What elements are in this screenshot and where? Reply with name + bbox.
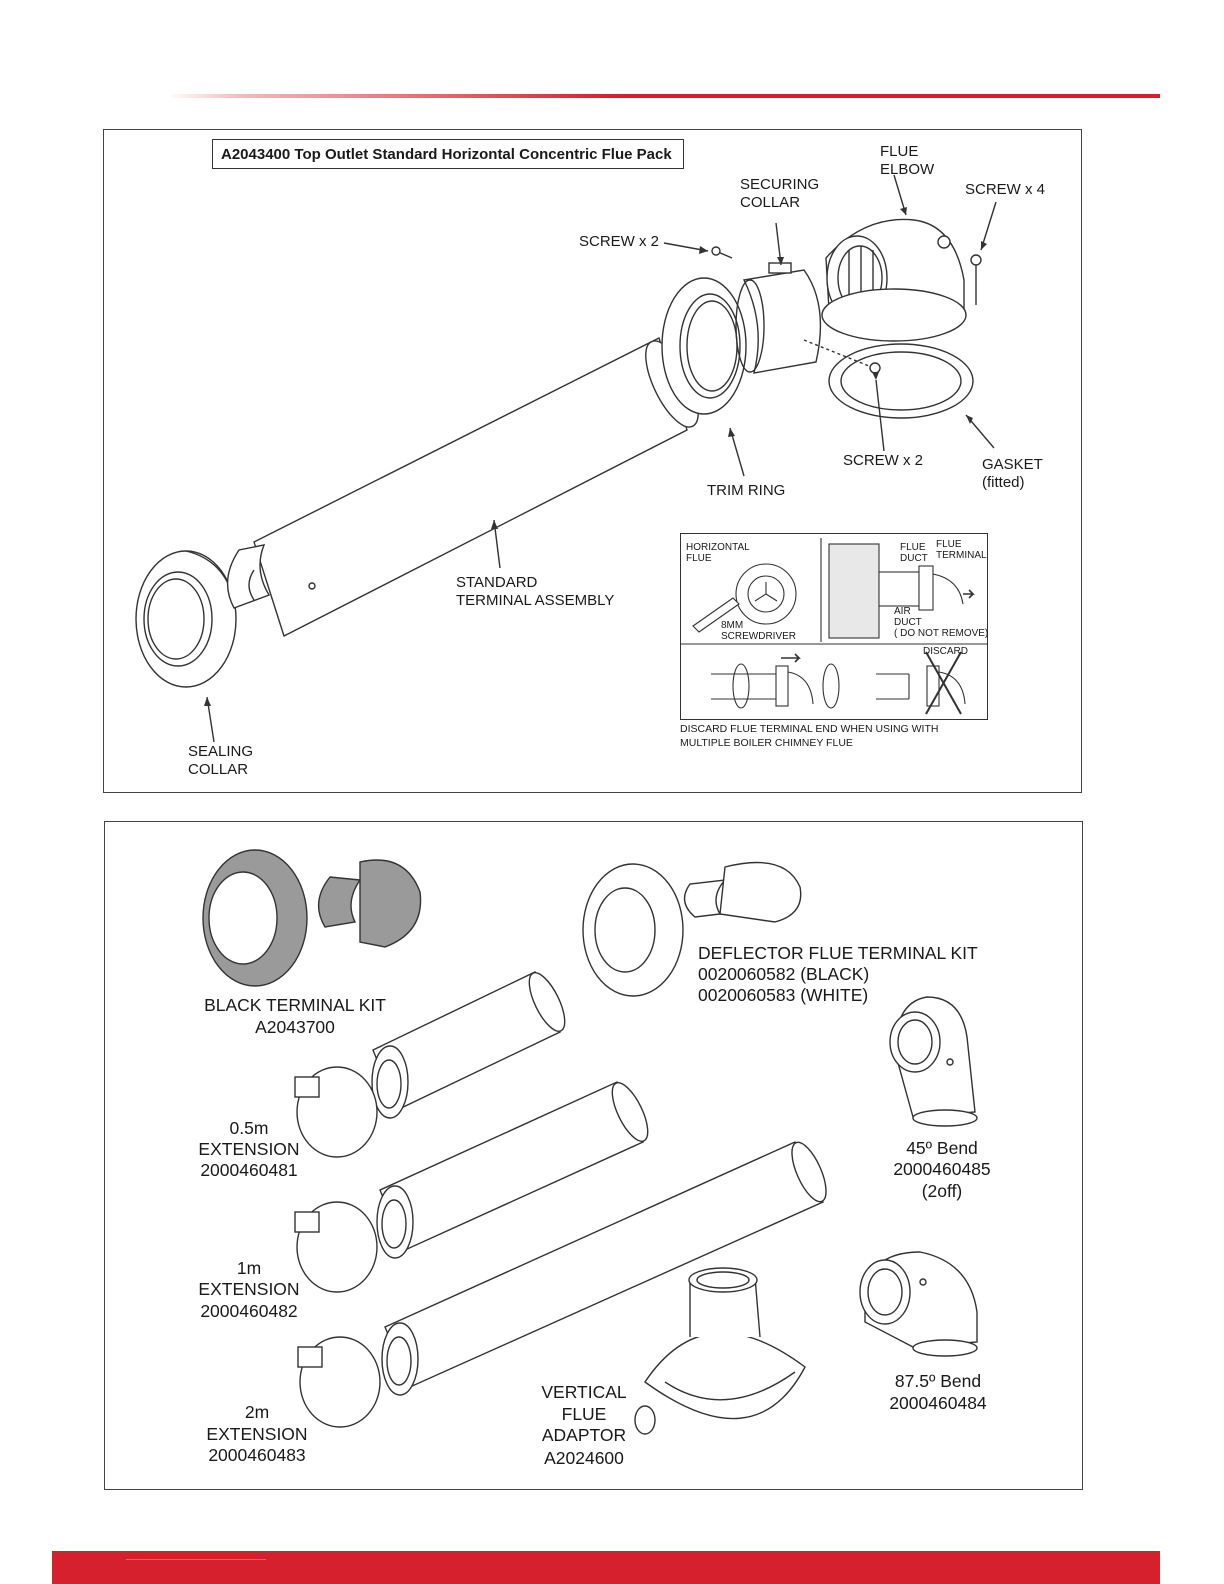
flue-pack-diagram-panel: A2043400 Top Outlet Standard Horizontal …	[103, 129, 1082, 793]
vertical-adaptor-code: A2024600	[544, 1448, 624, 1468]
inset-label-screwdriver: 8MM SCREWDRIVER	[721, 620, 797, 642]
black-terminal-kit-code: A2043700	[255, 1017, 335, 1037]
bend-45-qty: (2off)	[921, 1181, 963, 1201]
label-screw-x2-bottom: SCREW x 2	[843, 452, 924, 469]
ext-05-length: 0.5m	[229, 1118, 269, 1138]
ext-2-length: 2m	[244, 1402, 270, 1422]
label-securing-collar: SECURING COLLAR	[740, 176, 820, 211]
black-terminal-kit-name: BLACK TERMINAL KIT	[204, 995, 386, 1015]
inset-caption: DISCARD FLUE TERMINAL END WHEN USING WIT…	[680, 723, 939, 749]
inset-label-horizontal-flue: HORIZONTAL FLUE	[686, 542, 750, 564]
inset-label-discard: DISCARD	[923, 646, 969, 657]
bend-875-name: 87.5º Bend	[894, 1371, 982, 1391]
terminal-removal-inset: HORIZONTAL FLUE 8MM SCREWDRIVER FLUE DUC…	[680, 533, 988, 720]
ext-1-code: 2000460482	[200, 1301, 298, 1321]
inset-label-flue-duct: FLUE DUCT	[900, 542, 928, 564]
ext-2-code: 2000460483	[208, 1445, 306, 1465]
deflector-kit-name: DEFLECTOR FLUE TERMINAL KIT	[698, 943, 978, 963]
inset-label-air-duct: AIR DUCT ( DO NOT REMOVE)	[894, 606, 989, 639]
inset-drawing	[681, 538, 987, 715]
ext-05-name: EXTENSION	[198, 1139, 300, 1159]
accessories-drawing	[202, 849, 978, 1435]
label-trim-ring: TRIM RING	[707, 482, 786, 499]
ext-2-name: EXTENSION	[206, 1424, 308, 1444]
vertical-adaptor-name: VERTICAL FLUE ADAPTOR	[541, 1382, 627, 1445]
accessories-panel: BLACK TERMINAL KIT A2043700 DEFLECTOR FL…	[104, 821, 1083, 1490]
inset-label-flue-terminal: FLUE TERMINAL	[936, 539, 987, 561]
bend-45-name: 45º Bend	[906, 1138, 978, 1158]
label-gasket: GASKET (fitted)	[982, 456, 1043, 491]
deflector-kit-black-code: 0020060582 (BLACK)	[698, 964, 870, 984]
ext-05-code: 2000460481	[200, 1160, 298, 1180]
ext-1-length: 1m	[236, 1258, 262, 1278]
ext-1-name: EXTENSION	[198, 1279, 300, 1299]
bend-45-code: 2000460485	[893, 1159, 991, 1179]
bend-875-code: 2000460484	[889, 1393, 987, 1413]
label-sealing-collar: SEALING COLLAR	[188, 743, 254, 778]
label-screw-x2-top: SCREW x 2	[579, 233, 660, 250]
footer-link-underline	[126, 1559, 266, 1560]
label-flue-elbow: FLUE ELBOW	[880, 143, 935, 178]
flue-pack-title: A2043400 Top Outlet Standard Horizontal …	[212, 139, 684, 169]
flue-pack-exploded-drawing	[135, 174, 997, 743]
header-accent-rule	[165, 94, 1160, 98]
label-screw-x4: SCREW x 4	[965, 181, 1046, 198]
footer-band	[52, 1551, 1160, 1584]
deflector-kit-white-code: 0020060583 (WHITE)	[698, 985, 869, 1005]
label-standard-terminal: STANDARD TERMINAL ASSEMBLY	[456, 574, 615, 609]
